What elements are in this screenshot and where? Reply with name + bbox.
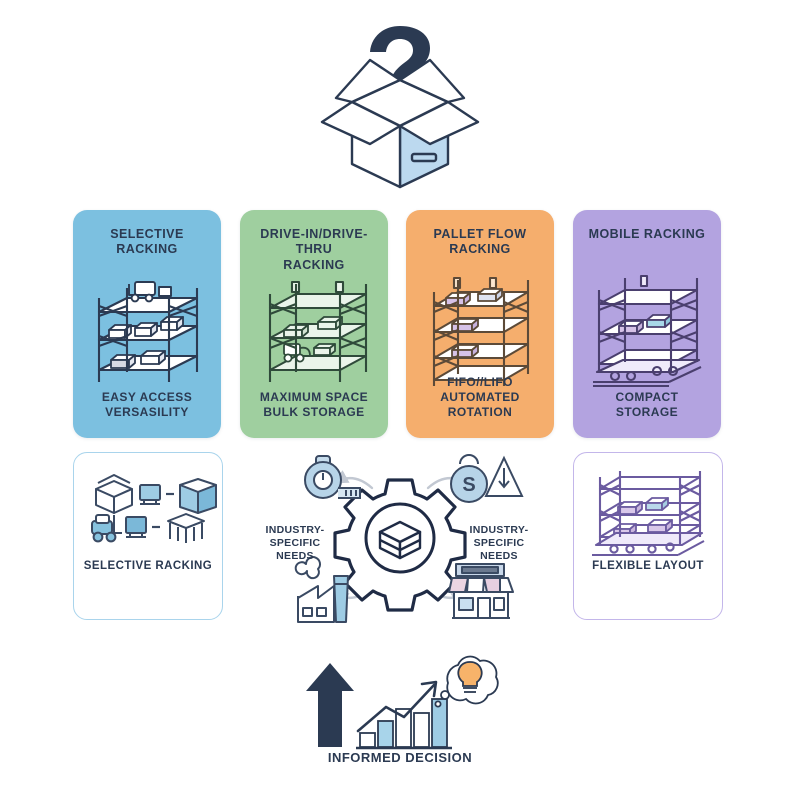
drive-in-racking-illustration: [240, 272, 388, 392]
card-caption: COMPACT STORAGE: [581, 390, 713, 420]
white-card-caption: FLEXIBLE LAYOUT: [592, 559, 704, 572]
caption-line-2: BULK STORAGE: [263, 405, 365, 419]
measuring-tape-icon: [304, 455, 361, 499]
weight-load-capacity-icon: S: [450, 454, 524, 503]
informed-decision-caption: INFORMED DECISION: [327, 750, 473, 765]
up-arrow-icon: [306, 663, 354, 747]
caption-line-2: STORAGE: [615, 405, 679, 419]
title-line-1: DRIVE-IN/DRIVE-THRU: [260, 227, 368, 257]
card-title: PALLET FLOW RACKING: [433, 227, 527, 257]
card-selective-racking-detail[interactable]: SELECTIVE RACKING: [73, 452, 223, 620]
selective-racking-illustration: [73, 272, 221, 392]
open-box-icon: [320, 58, 480, 189]
caption-line-1: FIFO//LIFO: [447, 375, 513, 389]
card-mobile-racking[interactable]: MOBILE RACKING: [573, 210, 721, 438]
card-drive-in-drive-thru-racking[interactable]: DRIVE-IN/DRIVE-THRU RACKING: [240, 210, 388, 438]
card-caption: MAXIMUM SPACE BULK STORAGE: [248, 390, 380, 420]
lightbulb-thought-icon: [434, 655, 499, 708]
pallet-flow-racking-illustration: [406, 272, 554, 392]
card-caption: EASY ACCESS VERSASILITY: [81, 390, 213, 420]
caption-line-1: EASY ACCESS: [101, 390, 193, 404]
card-title: DRIVE-IN/DRIVE-THRU RACKING: [248, 227, 380, 273]
white-card-caption: SELECTIVE RACKING: [83, 559, 213, 572]
mobile-racking-illustration: [573, 272, 721, 392]
card-selective-racking[interactable]: SELECTIVE RACKING: [73, 210, 221, 438]
label-line-2: NEEDS: [480, 549, 518, 562]
card-title: SELECTIVE RACKING: [110, 227, 184, 257]
caption-line-2: VERSASILITY: [105, 405, 189, 419]
retail-store-icon: [448, 563, 514, 619]
trend-line-icon: [356, 680, 438, 733]
label-line-2: NEEDS: [276, 549, 314, 562]
caption-line-1: COMPACT: [615, 390, 679, 404]
industry-needs-label-left: INDUSTRY-SPECIFIC NEEDS: [242, 524, 348, 562]
caption-line-1: MAXIMUM SPACE: [259, 390, 369, 404]
factory-icon: [294, 556, 349, 623]
card-flexible-layout-detail[interactable]: FLEXIBLE LAYOUT: [573, 452, 723, 620]
card-pallet-flow-racking[interactable]: PALLET FLOW RACKING: [406, 210, 554, 438]
bar-chart-icon: [356, 698, 452, 750]
gear-with-box-icon: [333, 478, 467, 612]
box-pallet-forklift-icons: [74, 467, 222, 559]
card-title: MOBILE RACKING: [588, 227, 706, 241]
svg-text:S: S: [462, 474, 475, 496]
informed-decision-graphic: [300, 655, 500, 760]
label-line-1: INDUSTRY-SPECIFIC: [469, 524, 529, 549]
industry-needs-cluster: S: [246, 448, 554, 628]
industry-needs-label-right: INDUSTRY-SPECIFIC NEEDS: [446, 524, 552, 562]
card-caption: FIFO//LIFO AUTOMATED ROTATION: [414, 375, 546, 420]
title-line-2: RACKING: [283, 257, 345, 272]
mobile-rack-on-rails-icon: [574, 467, 722, 559]
caption-line-2: AUTOMATED ROTATION: [440, 390, 520, 419]
label-line-1: INDUSTRY-SPECIFIC: [265, 524, 325, 549]
hero-question-box: [300, 14, 500, 194]
